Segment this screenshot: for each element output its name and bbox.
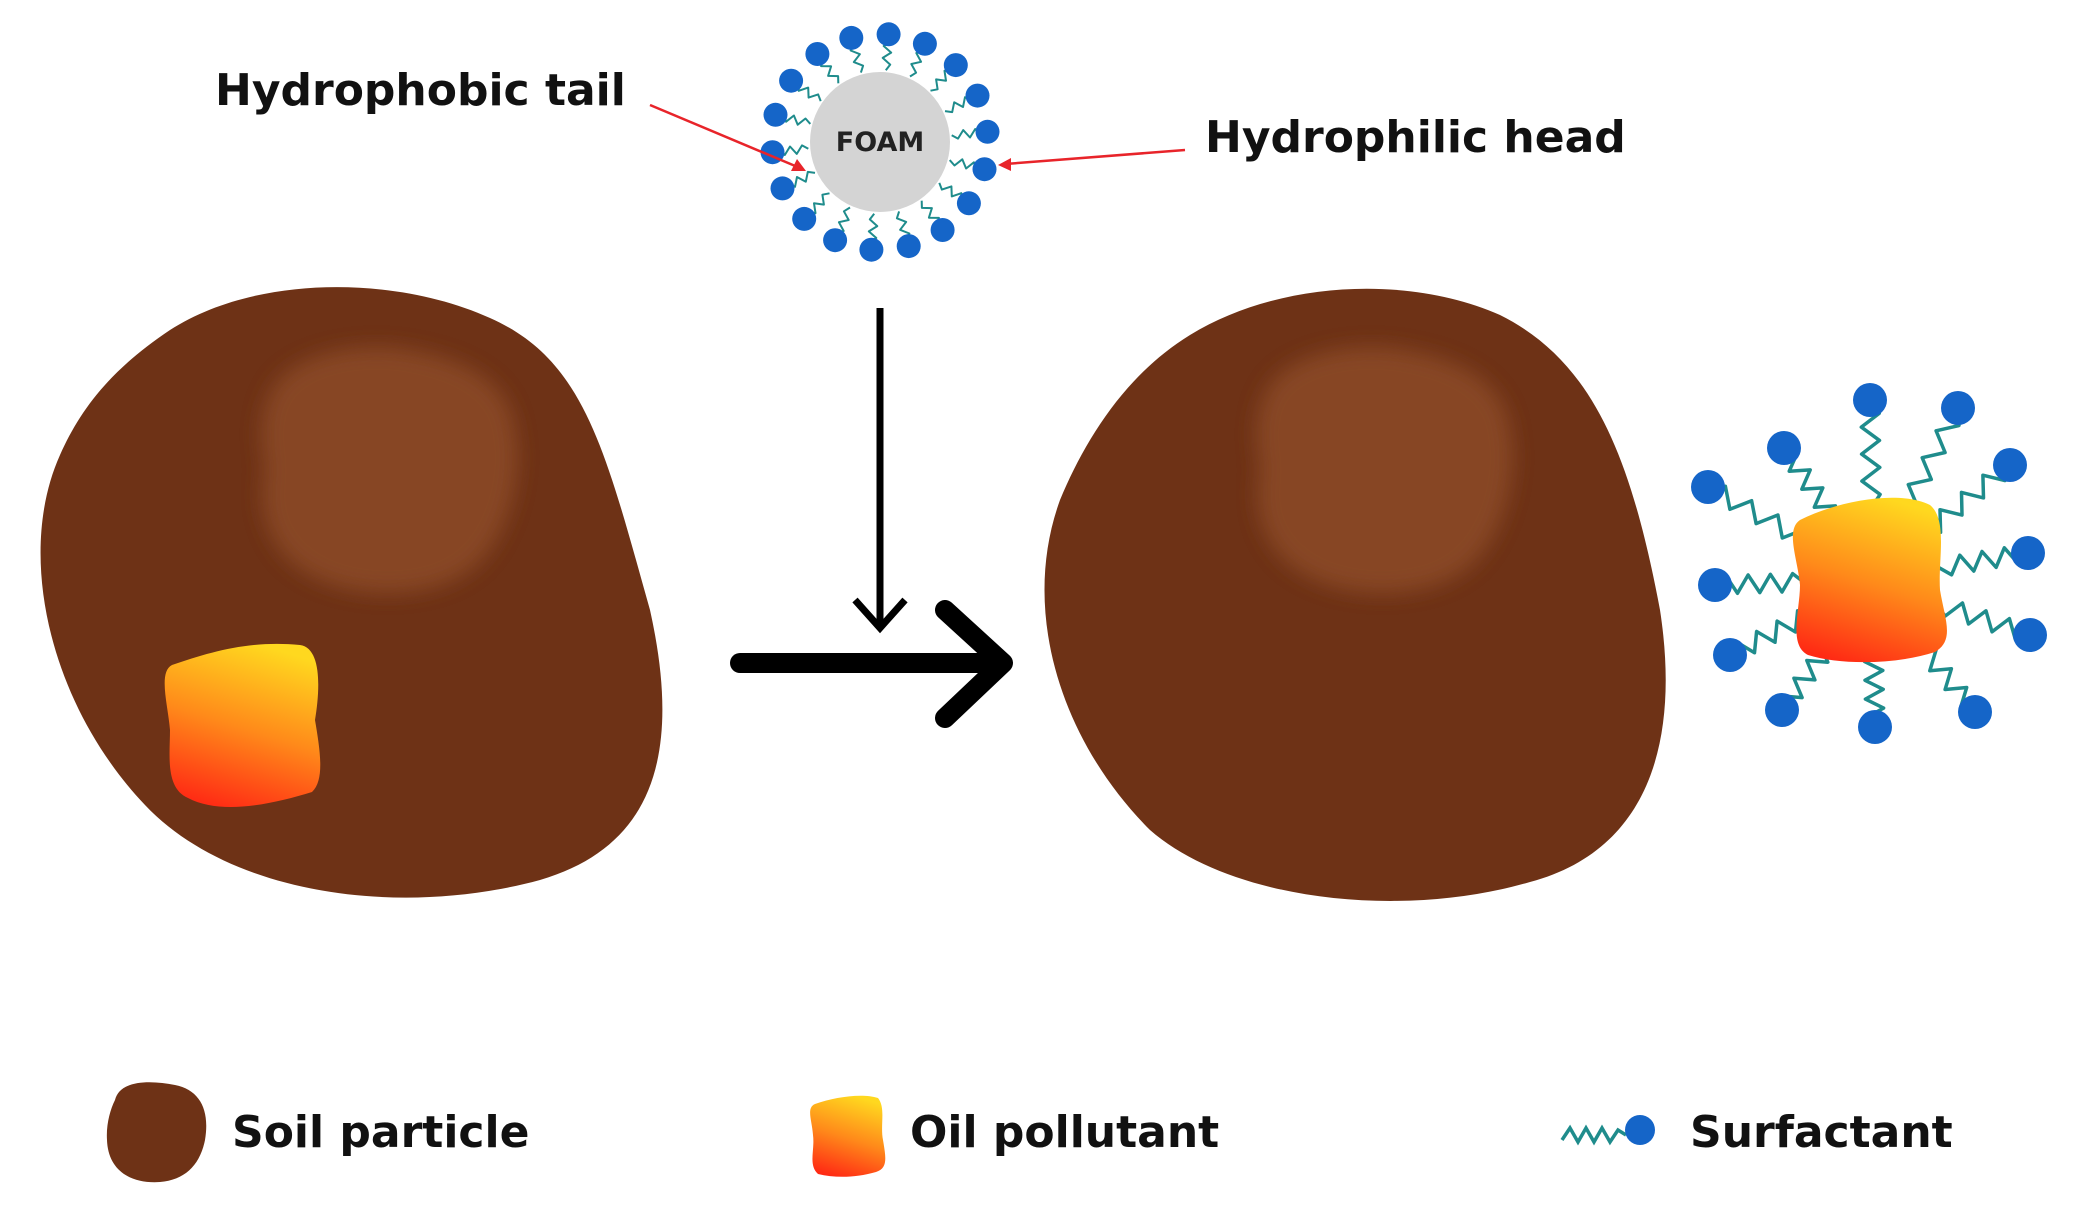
soil-highlight-left: [261, 347, 518, 594]
surfactant-head: [965, 83, 990, 108]
oil-pollutant-on-soil: [164, 643, 321, 808]
hydrophobic-tail-label: Hydrophobic tail: [215, 65, 626, 116]
surfactant-head: [1691, 470, 1725, 504]
soil-particle-left: [40, 287, 663, 898]
hydrophilic-head-callout: Hydrophilic head: [998, 112, 1626, 171]
process-arrow: [730, 600, 1013, 728]
soil-highlight-right: [1256, 347, 1513, 594]
surfactant-head: [805, 42, 830, 66]
surfactant-head: [912, 31, 937, 56]
foam-label: FOAM: [836, 127, 924, 158]
hydrophilic-head-pointer: [1004, 148, 1186, 166]
legend-surfactant-icon: [1560, 1115, 1655, 1146]
micelle-oil-core: [1792, 497, 1947, 663]
surfactant-head: [792, 206, 817, 231]
legend-surfactant-head: [1625, 1115, 1655, 1145]
surfactant-head: [859, 237, 884, 262]
foam-surfactant-ring: [760, 22, 1000, 262]
legend-oil-label: Oil pollutant: [910, 1107, 1219, 1158]
surfactant-head: [770, 176, 795, 201]
surfactant-head: [1767, 431, 1801, 465]
legend-soil-swatch: [106, 1082, 207, 1183]
hydrophilic-head-pointer-head: [998, 158, 1011, 171]
foam-down-arrow-head: [852, 597, 908, 634]
hydrophilic-head-label: Hydrophilic head: [1205, 112, 1626, 163]
soil-particle-right: [1044, 288, 1666, 901]
oil-micelle: [1691, 383, 2047, 744]
surfactant-head: [1698, 568, 1732, 602]
legend: Soil particle Oil pollutant Surfactant: [106, 1082, 1953, 1183]
surfactant-head: [839, 25, 864, 50]
surfactant-tail: [1859, 399, 1882, 509]
surfactant-head: [930, 218, 955, 242]
surfactant-head: [1765, 693, 1799, 727]
foam-bubble: FOAM: [760, 22, 1000, 262]
foam-down-arrow: [852, 308, 908, 634]
surfactant-head: [763, 102, 788, 127]
hydrophobic-tail-pointer: [649, 103, 801, 170]
process-arrow-head: [935, 600, 1013, 728]
surfactant-head: [2011, 536, 2045, 570]
surfactant-head: [779, 68, 804, 93]
surfactant-head: [1713, 638, 1747, 672]
surfactant-head: [1858, 710, 1892, 744]
surfactant-head: [956, 191, 981, 216]
surfactant-tail: [1924, 464, 2012, 536]
surfactant-head: [823, 228, 848, 253]
hydrophobic-tail-pointer-head: [791, 159, 806, 171]
surfactant-head: [975, 119, 1000, 144]
legend-surfactant-tail: [1560, 1124, 1627, 1146]
legend-oil-swatch: [810, 1095, 886, 1177]
surfactant-head: [1941, 391, 1975, 425]
legend-soil-label: Soil particle: [232, 1107, 529, 1158]
surfactant-head: [1958, 695, 1992, 729]
surfactant-head: [896, 234, 921, 259]
surfactant-head: [876, 22, 901, 47]
hydrophobic-tail-callout: Hydrophobic tail: [215, 65, 806, 171]
legend-surfactant-label: Surfactant: [1690, 1107, 1953, 1158]
surfactant-tail: [1901, 407, 1961, 518]
surfactant-head: [1993, 448, 2027, 482]
surfactant-head: [943, 53, 968, 78]
foam-core: [810, 72, 950, 212]
surfactant-head: [1853, 383, 1887, 417]
surfactant-head: [972, 157, 997, 182]
surfactant-head: [2013, 618, 2047, 652]
micelle-surfactants: [1691, 383, 2047, 744]
